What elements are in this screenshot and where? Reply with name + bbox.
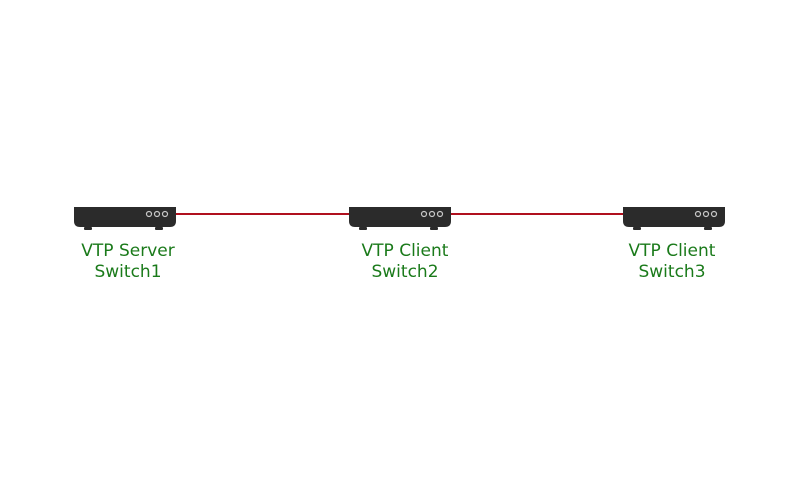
node-role: VTP Client xyxy=(628,241,716,261)
switch-icon[interactable] xyxy=(623,207,725,230)
node-label-switch1: VTP Server Switch1 xyxy=(48,241,208,283)
switch-icon[interactable] xyxy=(74,207,176,230)
node-label-switch3: VTP Client Switch3 xyxy=(592,241,752,283)
switch-icon[interactable] xyxy=(349,207,451,230)
node-name: Switch2 xyxy=(371,262,439,282)
node-name: Switch1 xyxy=(94,262,162,282)
node-role: VTP Server xyxy=(81,241,175,261)
node-role: VTP Client xyxy=(361,241,449,261)
node-label-switch2: VTP Client Switch2 xyxy=(325,241,485,283)
node-name: Switch3 xyxy=(638,262,706,282)
